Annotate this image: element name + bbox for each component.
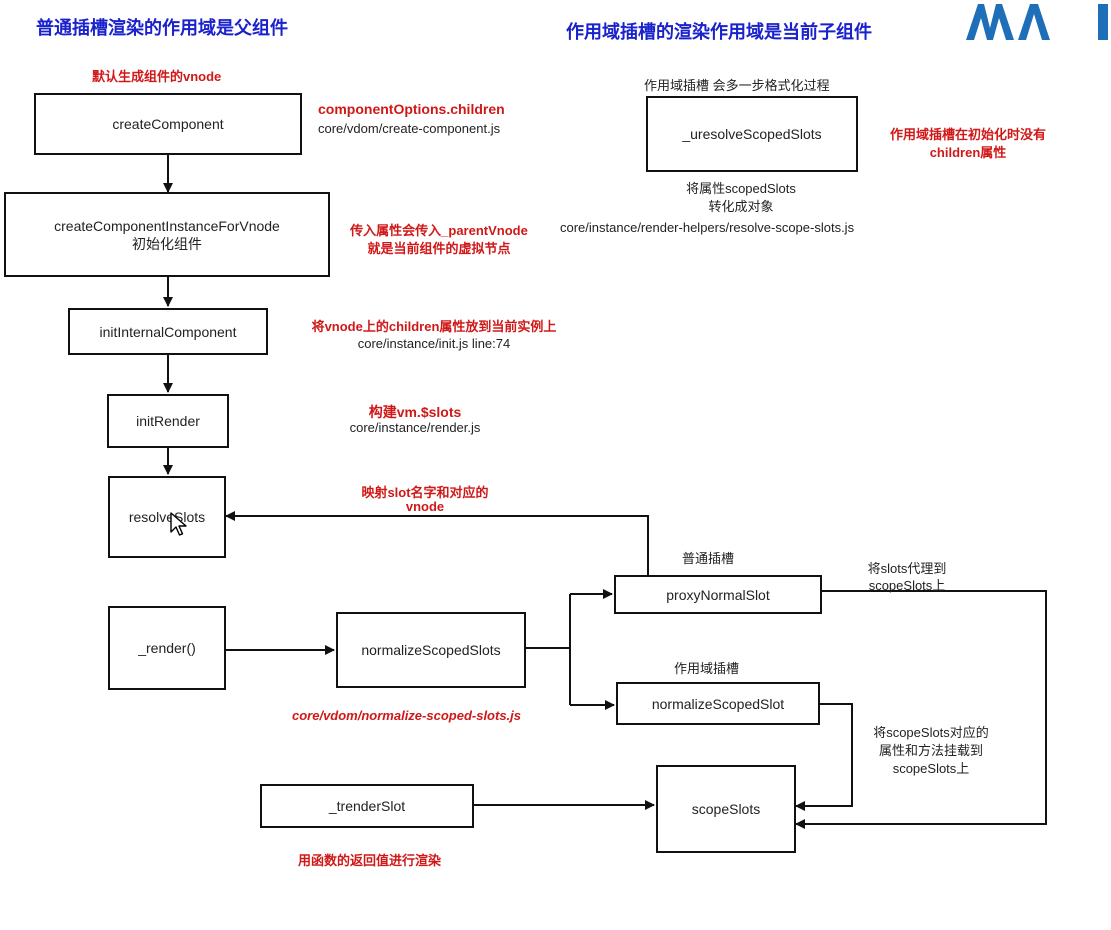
scoped-extra-note: 作用域插槽 会多一步格式化过程 bbox=[644, 78, 830, 93]
mount-note-3: scopeSlots上 bbox=[892, 761, 970, 776]
convert-note-2: 转化成对象 bbox=[708, 199, 774, 214]
no-children-note-1: 作用域插槽在初始化时没有 bbox=[889, 127, 1046, 142]
scoped-slot-label: 作用域插槽 bbox=[674, 661, 740, 676]
create-instance-label: createComponentInstanceForVnode bbox=[54, 217, 280, 234]
render-with-fn-note: 用函数的返回值进行渲染 bbox=[298, 853, 442, 868]
proxy-normal-slot-box: proxyNormalSlot bbox=[614, 575, 822, 614]
mount-note-2: 属性和方法挂载到 bbox=[878, 743, 983, 758]
normal-slot-label: 普通插槽 bbox=[682, 551, 735, 566]
resolve-slots-label: resolveSlots bbox=[128, 509, 206, 525]
convert-note-1: 将属性scopedSlots bbox=[686, 181, 796, 196]
init-internal-label: initInternalComponent bbox=[99, 323, 237, 340]
render-box: _render() bbox=[108, 606, 226, 690]
title-left: 普通插槽渲染的作用域是父组件 bbox=[36, 18, 288, 38]
init-render-label: initRender bbox=[136, 413, 200, 429]
normalize-scoped-slot-box: normalizeScopedSlot bbox=[616, 682, 820, 725]
parent-vnode-note-1: 传入属性会传入_parentVnode bbox=[350, 223, 528, 238]
map-slot-note-2: vnode bbox=[405, 499, 445, 514]
create-component-box: createComponent bbox=[34, 93, 302, 155]
logo-mark bbox=[966, 4, 1108, 40]
normalize-scoped-slots-label: normalizeScopedSlots bbox=[361, 642, 501, 658]
init-render-box: initRender bbox=[107, 394, 229, 448]
scope-slots-box: scopeSlots bbox=[656, 765, 796, 853]
render-label: _render() bbox=[138, 640, 196, 656]
map-slot-note-1: 映射slot名字和对应的 bbox=[361, 485, 489, 500]
title-right: 作用域插槽的渲染作用域是当前子组件 bbox=[566, 22, 872, 42]
no-children-note-2: children属性 bbox=[929, 145, 1007, 160]
create-component-file: core/vdom/create-component.js bbox=[318, 121, 501, 136]
init-internal-box: initInternalComponent bbox=[68, 308, 268, 355]
put-children-note: 将vnode上的children属性放到当前实例上 bbox=[311, 319, 557, 334]
normalize-scoped-slot-label: normalizeScopedSlot bbox=[651, 695, 785, 712]
component-options-note: componentOptions.children bbox=[318, 101, 505, 117]
build-slots-note: 构建vm.$slots bbox=[368, 404, 462, 420]
default-vnode-note: 默认生成组件的vnode bbox=[92, 69, 222, 84]
uresolve-scoped-slots-label: _uresolveScopedSlots bbox=[682, 126, 822, 142]
resolve-scope-file-note: core/instance/render-helpers/resolve-sco… bbox=[560, 220, 855, 235]
normalize-scoped-slots-box: normalizeScopedSlots bbox=[336, 612, 526, 688]
create-instance-box: createComponentInstanceForVnode 初始化组件 bbox=[4, 192, 330, 277]
create-instance-sublabel: 初始化组件 bbox=[132, 235, 202, 252]
trender-slot-label: _trenderSlot bbox=[328, 798, 406, 814]
create-component-label: createComponent bbox=[112, 116, 224, 132]
parent-vnode-note-2: 就是当前组件的虚拟节点 bbox=[367, 241, 511, 256]
mouse-cursor-icon bbox=[170, 512, 187, 536]
uresolve-scoped-slots-box: _uresolveScopedSlots bbox=[646, 96, 858, 172]
scope-slots-label: scopeSlots bbox=[691, 801, 761, 817]
proxy-to-note-2: scopeSlots上 bbox=[868, 578, 946, 593]
trender-slot-box: _trenderSlot bbox=[260, 784, 474, 828]
normalize-file-note: core/vdom/normalize-scoped-slots.js bbox=[292, 708, 522, 723]
resolve-slots-box: resolveSlots bbox=[108, 476, 226, 558]
init-file-note: core/instance/init.js line:74 bbox=[357, 336, 511, 351]
proxy-to-note-1: 将slots代理到 bbox=[867, 561, 947, 576]
render-file-note: core/instance/render.js bbox=[349, 420, 481, 435]
proxy-normal-slot-label: proxyNormalSlot bbox=[666, 586, 770, 603]
mount-note-1: 将scopeSlots对应的 bbox=[873, 725, 989, 740]
